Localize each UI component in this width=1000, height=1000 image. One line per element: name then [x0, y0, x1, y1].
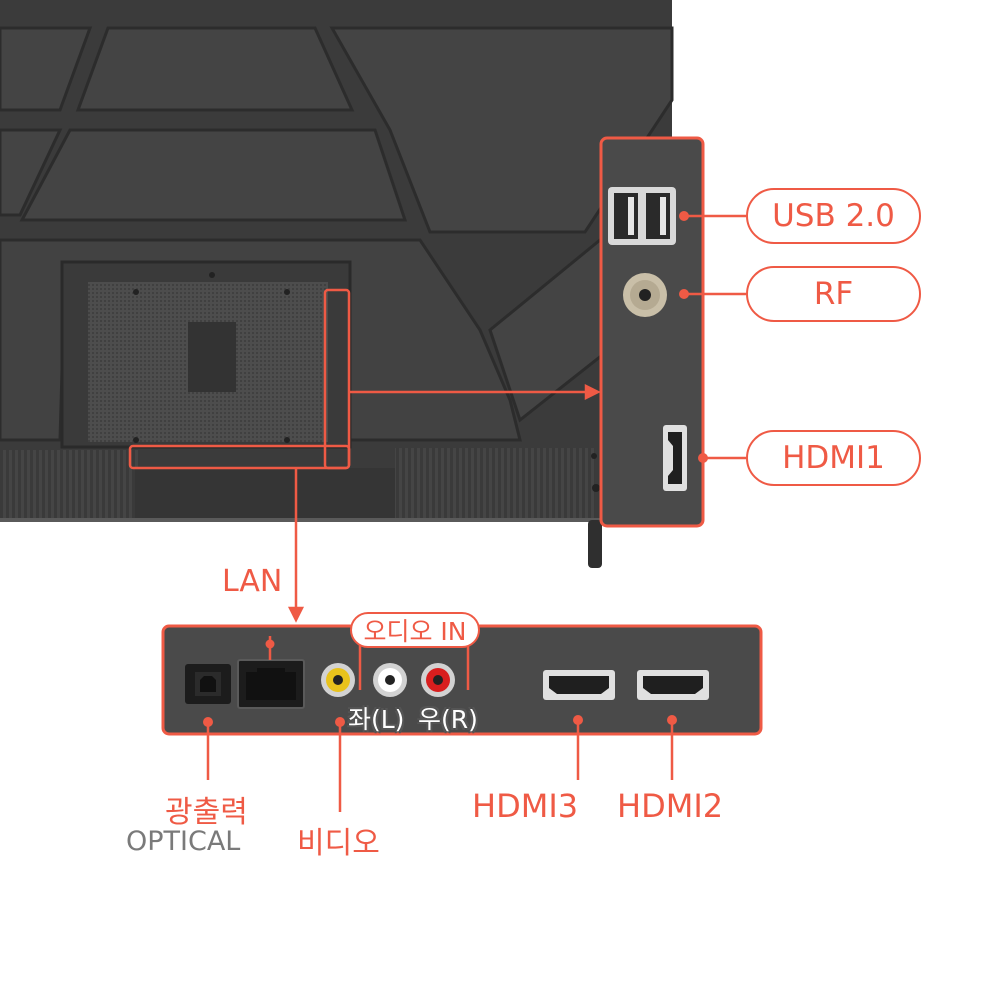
port-highlight-boxes: [128, 288, 351, 470]
hdmi1-label: HDMI1: [746, 430, 921, 486]
video-label: 비디오: [297, 826, 380, 861]
lan-label: LAN: [222, 564, 283, 599]
bottom-port-panel: [161, 624, 763, 812]
audio-left-label: 좌(L): [348, 705, 405, 734]
optical-label-en: OPTICAL: [126, 826, 241, 857]
leader-arrows: [287, 383, 601, 623]
audio-in-label: 오디오 IN: [350, 612, 480, 648]
audio-right-label: 우(R): [418, 705, 478, 734]
usb-label: USB 2.0: [746, 188, 921, 244]
side-port-panel: [599, 136, 746, 528]
hdmi3-label: HDMI3: [472, 787, 579, 825]
optical-label-kr: 광출력: [165, 795, 248, 830]
hdmi2-label: HDMI2: [617, 787, 724, 825]
tv-back-body: [0, 0, 674, 568]
rf-label: RF: [746, 266, 921, 322]
